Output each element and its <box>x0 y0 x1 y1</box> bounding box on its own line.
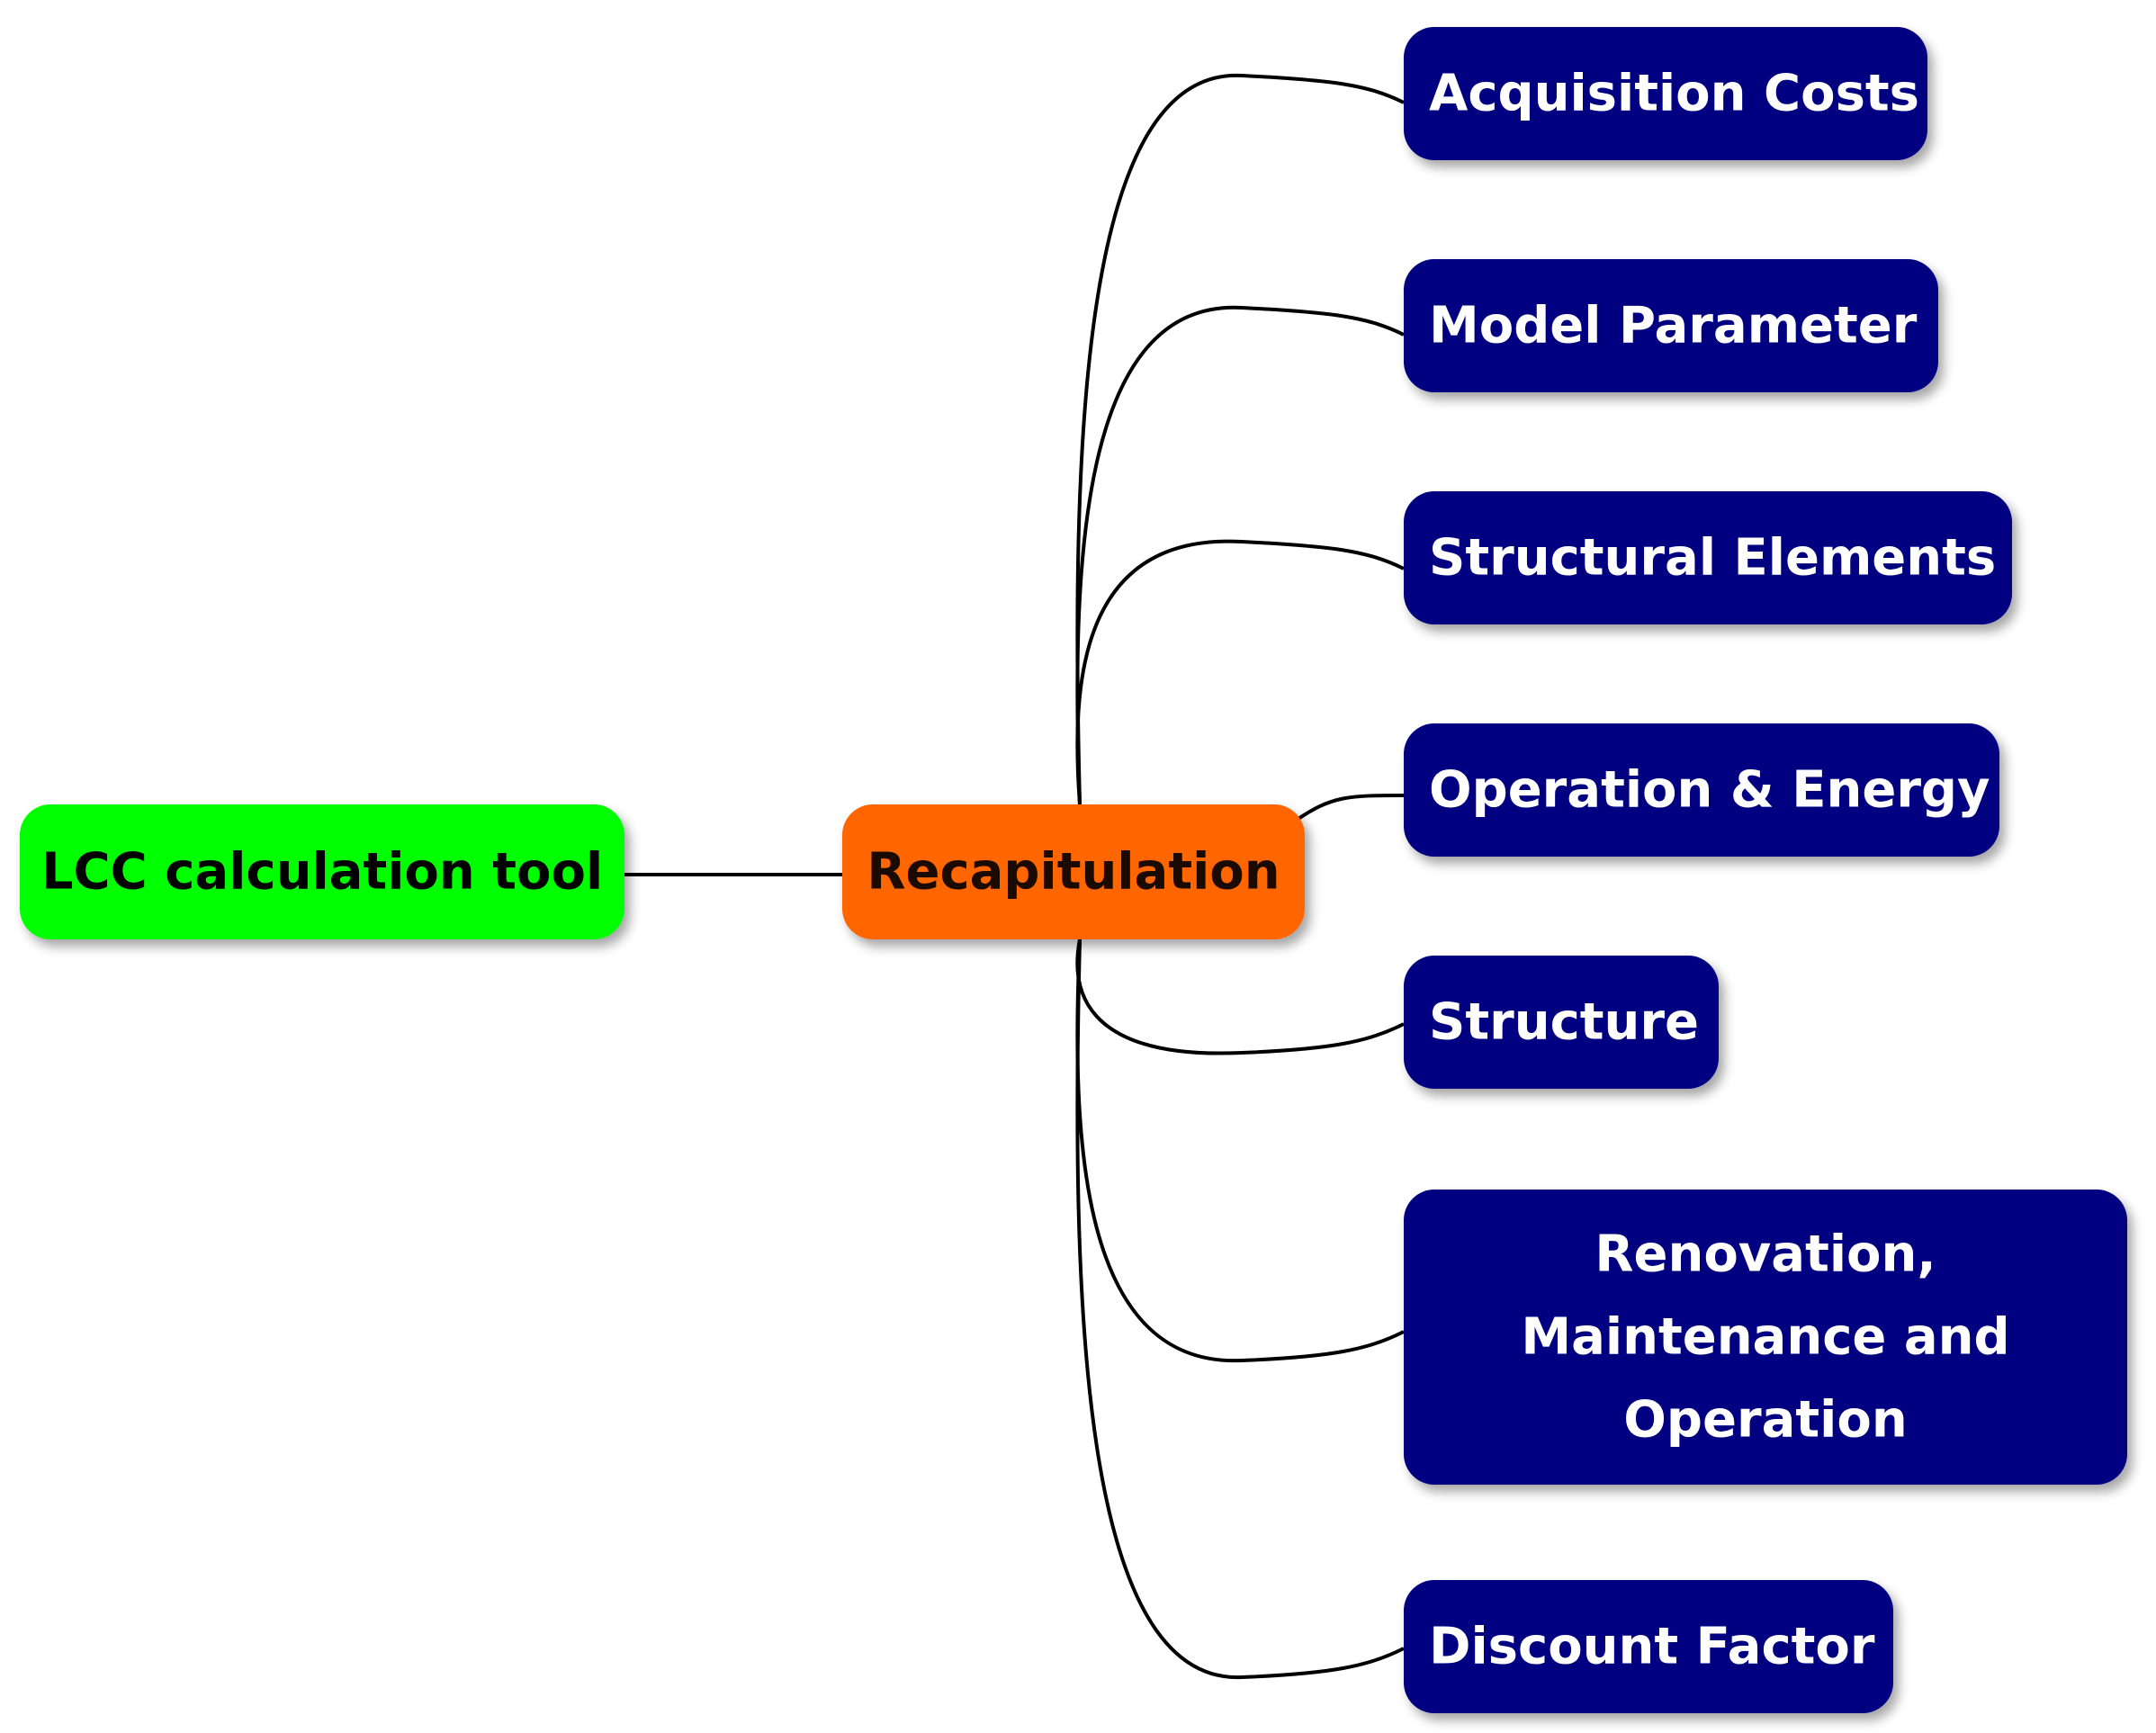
branch-node: Structural Elements <box>1404 491 2012 624</box>
branch-node-box <box>1404 1190 2127 1485</box>
branch-node-label: Model Parameter <box>1429 297 1918 355</box>
branch-connector <box>1075 305 1405 805</box>
branch-node: Model Parameter <box>1404 259 1938 392</box>
branch-connector <box>1294 794 1405 822</box>
branch-node-box <box>1404 1580 1893 1713</box>
branch-connector <box>1075 938 1405 1363</box>
connector-lines <box>624 73 1405 1680</box>
branch-node-box <box>1404 27 1927 160</box>
hub-node: Recapitulation <box>842 804 1305 939</box>
branch-node-box <box>1404 956 1719 1089</box>
branch-node-label: Maintenance and <box>1521 1308 2009 1367</box>
branch-node: Operation & Energy <box>1404 723 1999 857</box>
branch-node-label: Renovation, <box>1595 1226 1936 1284</box>
branch-node: Acquisition Costs <box>1404 27 1927 160</box>
branch-node-label: Acquisition Costs <box>1429 65 1919 123</box>
branch-node-label: Structural Elements <box>1429 529 1996 588</box>
branch-connector <box>1075 73 1405 805</box>
branch-node-label: Operation & Energy <box>1429 761 1990 820</box>
branch-node-label: Discount Factor <box>1429 1618 1875 1676</box>
branch-node: Discount Factor <box>1404 1580 1893 1713</box>
branch-connector <box>1075 539 1405 805</box>
branch-node-box <box>1404 259 1938 392</box>
hub-node-label: Recapitulation <box>867 843 1280 902</box>
branch-node-box <box>1404 723 1999 857</box>
root-node-label: LCC calculation tool <box>41 843 603 902</box>
branch-node-box <box>1404 491 2012 624</box>
branch-node-label: Structure <box>1429 993 1699 1052</box>
branch-node: Structure <box>1404 956 1719 1089</box>
branch-node-label: Operation <box>1623 1391 1907 1450</box>
branch-connector <box>1075 938 1405 1680</box>
root-node: LCC calculation tool <box>20 804 624 939</box>
branch-connector <box>1075 938 1405 1055</box>
